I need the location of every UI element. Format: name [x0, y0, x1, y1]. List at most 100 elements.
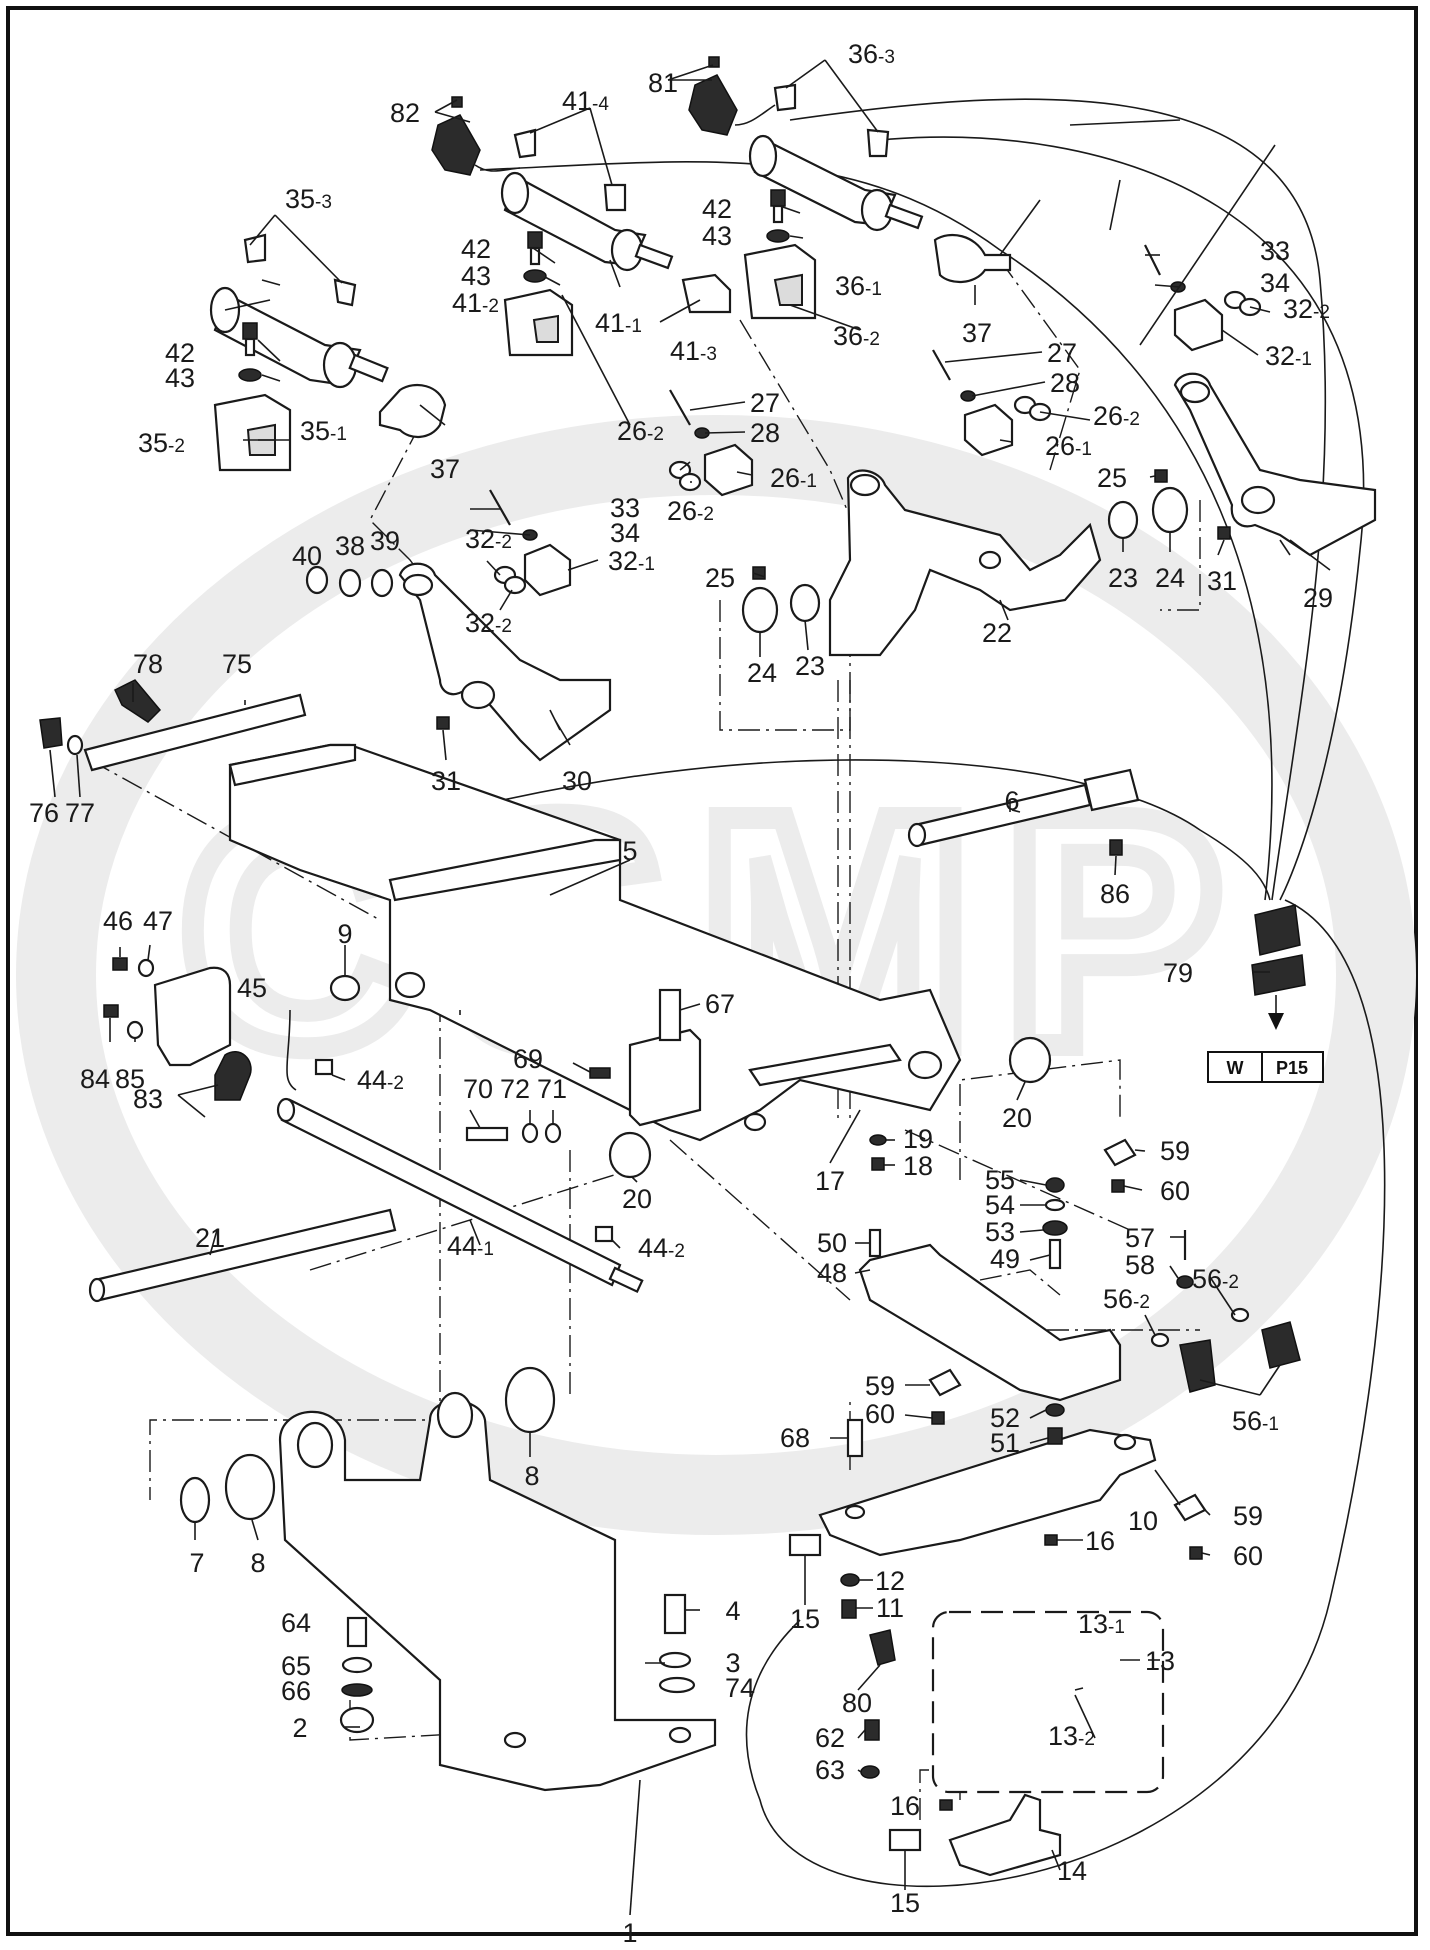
label-34a: 34: [610, 518, 640, 548]
washer-85: [126, 1020, 144, 1040]
label-12: 12: [875, 1566, 905, 1596]
label-44-2b: 44-2: [638, 1233, 685, 1263]
label-43a: 43: [702, 221, 732, 251]
label-13-2: 13-2: [1048, 1721, 1095, 1751]
label-23b: 23: [1108, 563, 1138, 593]
label-35-2: 35-2: [138, 428, 185, 458]
plate-17: [748, 1043, 902, 1087]
bolt-33-a: [489, 489, 511, 526]
label-51: 51: [990, 1428, 1020, 1458]
washer-38: [338, 568, 362, 598]
washer-19: [869, 1134, 887, 1146]
label-80: 80: [842, 1688, 872, 1718]
screw-42-a: [770, 189, 786, 224]
seal-53: [1042, 1220, 1068, 1236]
label-42a: 42: [702, 194, 732, 224]
washer-65: [341, 1656, 373, 1674]
part-labels: 1 2 3 4 5 6 7 8 8 9 10 11 12 13 13-1 13-…: [29, 39, 1333, 1948]
group-13-box: [931, 1610, 1165, 1794]
label-21: 21: [195, 1223, 225, 1253]
label-26-1a: 26-1: [770, 463, 817, 493]
screw-60-c: [1189, 1546, 1203, 1560]
lever-30: [398, 562, 612, 762]
fitting-44-2-a: [314, 1058, 334, 1076]
clip-59-a: [1103, 1138, 1137, 1167]
washer-52: [1045, 1403, 1065, 1417]
label-77: 77: [65, 798, 95, 828]
label-43b: 43: [461, 261, 491, 291]
label-34b: 34: [1260, 268, 1290, 298]
setscrew-16-b: [939, 1799, 953, 1811]
fitting-50: [868, 1228, 882, 1258]
nut-55: [1045, 1177, 1065, 1193]
cylinder-44-1: [276, 1097, 644, 1294]
label-28b: 28: [1050, 368, 1080, 398]
shaft-21: [88, 1208, 397, 1303]
label-79: 79: [1163, 958, 1193, 988]
connector-79: [1251, 904, 1306, 1030]
label-25a: 25: [705, 563, 735, 593]
label-36-3: 36-3: [848, 39, 895, 69]
washer-43-c: [238, 368, 262, 382]
label-23a: 23: [795, 651, 825, 681]
bracket-48: [858, 1243, 1122, 1402]
label-46: 46: [103, 906, 133, 936]
cylinder-36-1: [748, 134, 924, 232]
bracket-75: [83, 693, 307, 772]
label-60b: 60: [865, 1399, 895, 1429]
label-32-1a: 32-1: [608, 546, 655, 576]
setscrew-16-a: [1044, 1534, 1058, 1546]
label-54: 54: [985, 1190, 1015, 1220]
label-6: 6: [1004, 786, 1019, 816]
label-42c: 42: [165, 338, 195, 368]
label-7: 7: [189, 1548, 204, 1578]
washer-43-b: [523, 269, 547, 283]
screw-18: [871, 1157, 885, 1171]
screw-42-b: [527, 231, 543, 266]
label-72: 72: [500, 1074, 530, 1104]
cylinder-41-1: [500, 171, 674, 272]
spacer-23-b: [1107, 500, 1139, 540]
collar-24-a: [741, 586, 779, 634]
label-40: 40: [292, 541, 322, 571]
clevis-32-b: [1173, 290, 1262, 352]
label-29: 29: [1303, 583, 1333, 613]
screw-67: [658, 988, 682, 1042]
label-59b: 59: [865, 1371, 895, 1401]
label-56-2a: 56-2: [1103, 1284, 1150, 1314]
setscrew-86: [1109, 839, 1123, 856]
label-10: 10: [1128, 1506, 1158, 1536]
bracket-41-2: [503, 288, 574, 357]
label-26-2b: 26-2: [667, 496, 714, 526]
reference-box: W P15: [1207, 1051, 1324, 1083]
label-56-2b: 56-2: [1192, 1264, 1239, 1294]
label-64: 64: [281, 1608, 311, 1638]
bearing-7: [179, 1476, 211, 1524]
label-41-1: 41-1: [595, 308, 642, 338]
fitting-35-3: [243, 233, 357, 307]
label-35-1: 35-1: [300, 416, 347, 446]
label-45: 45: [237, 973, 267, 1003]
bearing-8-b: [224, 1453, 276, 1521]
valve-56-1-b: [1261, 1321, 1301, 1369]
label-81: 81: [648, 68, 678, 98]
screw-42-c: [242, 322, 258, 357]
label-68: 68: [780, 1423, 810, 1453]
label-76: 76: [29, 798, 59, 828]
label-59a: 59: [1160, 1136, 1190, 1166]
valve-56-1-a: [1179, 1339, 1216, 1393]
bracket-14: [948, 1793, 1062, 1877]
air-hoses: [286, 98, 1386, 1888]
pivot-block-22: [828, 469, 1102, 657]
label-15a: 15: [790, 1604, 820, 1634]
label-35-3: 35-3: [285, 184, 332, 214]
clevis-26-b: [963, 395, 1052, 457]
label-53: 53: [985, 1217, 1015, 1247]
label-31a: 31: [431, 766, 461, 796]
lever-29: [1173, 372, 1377, 557]
label-41-3: 41-3: [670, 336, 717, 366]
sensor-83: [214, 1051, 252, 1101]
label-33a: 33: [610, 493, 640, 523]
joint-37-a: [378, 383, 447, 438]
label-47: 47: [143, 906, 173, 936]
